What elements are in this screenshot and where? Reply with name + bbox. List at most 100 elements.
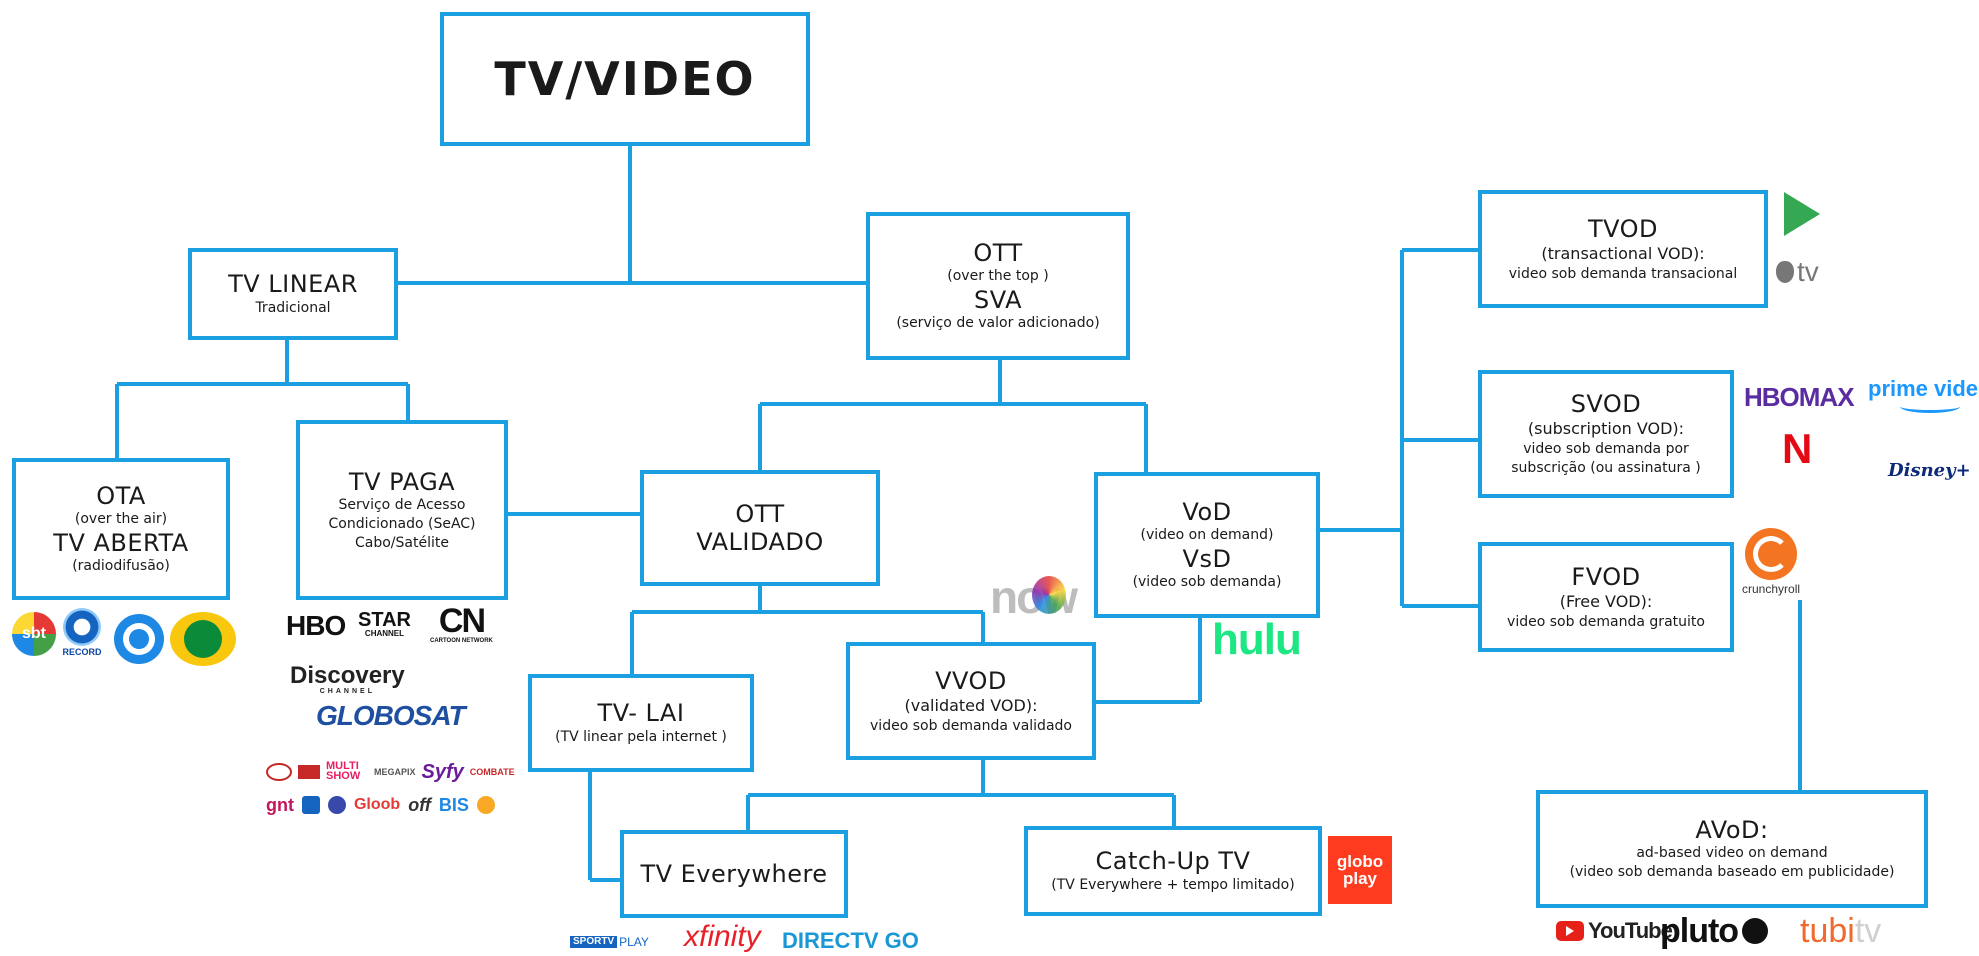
cn-sub-label: CARTOON NETWORK	[430, 638, 493, 644]
globoplay-label-2: play	[1342, 869, 1378, 888]
sportv-label: SPORTV	[570, 936, 618, 948]
hulu-logo: hulu	[1212, 615, 1302, 664]
fvod-description: video sob demanda gratuito	[1507, 613, 1705, 630]
tvod-title: TVOD	[1587, 214, 1659, 243]
channel-icon-3	[301, 796, 320, 814]
xfinity-logo: xfinity	[684, 920, 761, 953]
apple-tv-logo: tv	[1776, 258, 1819, 286]
ott-validado-title2: VALIDADO	[696, 528, 824, 556]
record-icon	[63, 608, 101, 646]
avod-title: AVoD:	[1695, 815, 1769, 844]
youtube-play-icon	[1556, 921, 1584, 941]
tv-linear-node: TV LINEAR Tradicional	[188, 248, 398, 340]
star-label: STAR	[358, 609, 411, 631]
vod-subtitle: (video on demand)	[1140, 527, 1274, 544]
channel-icon-1	[266, 763, 292, 781]
fvod-subtitle: (Free VOD):	[1559, 591, 1653, 611]
megapix-logo: MEGAPIX	[374, 766, 416, 777]
vvod-title: VVOD	[935, 666, 1007, 695]
crunchyroll-label: crunchyroll	[1742, 582, 1801, 596]
band-logo	[170, 612, 236, 666]
tv-lai-title: TV- LAI	[597, 699, 685, 728]
tv-lai-subtitle: (TV linear pela internet )	[555, 728, 727, 745]
band-icon	[184, 620, 222, 658]
multishow-logo: MULTI SHOW	[326, 760, 361, 782]
youtube-logo: YouTube	[1556, 920, 1673, 942]
play-label: PLAY	[619, 935, 649, 949]
channel-icon-4	[327, 796, 346, 814]
tv-paga-line2: Condicionado (SeAC)	[328, 515, 476, 532]
svod-title: SVOD	[1570, 390, 1642, 419]
tv-linear-subtitle: Tradicional	[255, 299, 331, 316]
prime-smile-icon	[1899, 400, 1960, 413]
tubi-label: tubi	[1800, 912, 1855, 950]
root-title: TV/VIDEO	[494, 52, 756, 106]
hbo-max-logo: HBOMAX	[1744, 382, 1855, 412]
ota-subtitle: (over the air)	[74, 511, 168, 528]
now-icon	[1032, 576, 1066, 614]
vsd-subtitle: (video sob demanda)	[1132, 574, 1282, 591]
directv-go-logo: DIRECTV GO	[782, 928, 919, 953]
ott-validado-title: OTT	[735, 499, 785, 528]
svod-subtitle: (subscription VOD):	[1527, 419, 1685, 439]
channel-logos-row-1: MULTI SHOW MEGAPIX Syfy COMBATE	[266, 760, 515, 782]
discovery-sub-label: CHANNEL	[319, 688, 375, 695]
channel-logos-row-2: gnt Gloob off BIS	[266, 796, 495, 814]
tvod-description: video sob demanda transacional	[1508, 265, 1738, 282]
tv-paga-node: TV PAGA Serviço de Acesso Condicionado (…	[296, 420, 508, 600]
tv-everywhere-node: TV Everywhere	[620, 830, 848, 918]
catch-up-subtitle: (TV Everywhere + tempo limitado)	[1051, 876, 1295, 893]
disney-plus-logo: Disney+	[1888, 460, 1971, 481]
combate-logo: COMBATE	[469, 766, 515, 777]
tubi-tv-label: tv	[1854, 912, 1882, 950]
channel-icon-2	[298, 765, 320, 779]
off-logo: off	[408, 795, 431, 815]
catch-up-title: Catch-Up TV	[1095, 847, 1251, 876]
vvod-node: VVOD (validated VOD): video sob demanda …	[846, 642, 1096, 760]
tv-video-root-node: TV/VIDEO	[440, 12, 810, 146]
star-sub-label: CHANNEL	[364, 629, 405, 638]
pluto-tv-logo: pluto	[1660, 914, 1769, 948]
prime-video-logo: prime video	[1868, 378, 1979, 413]
tv-aberta-title: TV ABERTA	[53, 529, 189, 557]
ott-validado-node: OTT VALIDADO	[640, 470, 880, 586]
fvod-title: FVOD	[1571, 562, 1641, 591]
tv-paga-title: TV PAGA	[348, 467, 456, 496]
vod-title: VoD	[1182, 497, 1232, 526]
pluto-tv-icon	[1742, 918, 1769, 944]
sva-title: SVA	[973, 286, 1023, 314]
tv-everywhere-title: TV Everywhere	[640, 859, 828, 888]
tvod-subtitle: (transactional VOD):	[1541, 243, 1705, 263]
crunchyroll-logo: crunchyroll	[1742, 528, 1800, 595]
tv-paga-line1: Serviço de Acesso	[338, 496, 466, 513]
prime-video-label: prime video	[1868, 376, 1979, 401]
hbo-logo: HBO	[286, 610, 346, 641]
ota-title: OTA	[96, 481, 146, 510]
sva-subtitle: (serviço de valor adicionado)	[896, 315, 1100, 332]
sportv-play-logo: SPORTV PLAY	[570, 936, 649, 948]
cartoon-network-logo: CN CARTOON NETWORK	[430, 604, 493, 644]
google-play-icon	[1784, 192, 1820, 236]
vsd-title: VsD	[1182, 545, 1232, 573]
gnt-logo: gnt	[266, 795, 294, 815]
avod-node: AVoD: ad-based video on demand (video so…	[1536, 790, 1928, 908]
avod-description: (video sob demanda baseado em publicidad…	[1569, 864, 1895, 881]
tvod-node: TVOD (transactional VOD): video sob dema…	[1478, 190, 1768, 308]
tubi-tv-logo: tubi tv	[1800, 914, 1881, 948]
svod-description-1: video sob demanda por	[1523, 441, 1689, 458]
star-channel-logo: STAR CHANNEL	[358, 610, 411, 638]
tv-lai-node: TV- LAI (TV linear pela internet )	[528, 674, 754, 772]
globo-logo	[114, 614, 164, 664]
gloob-logo: Gloob	[353, 796, 401, 813]
catch-up-tv-node: Catch-Up TV (TV Everywhere + tempo limit…	[1024, 826, 1322, 916]
vod-node: VoD (video on demand) VsD (video sob dem…	[1094, 472, 1320, 618]
record-logo: RECORD	[60, 608, 104, 660]
vvod-subtitle: (validated VOD):	[904, 695, 1038, 715]
record-label: RECORD	[62, 647, 102, 657]
bis-logo: BIS	[438, 795, 469, 815]
sbt-logo: sbt	[12, 612, 56, 656]
ott-node: OTT (over the top ) SVA (serviço de valo…	[866, 212, 1130, 360]
ott-title: OTT	[973, 238, 1023, 267]
globoplay-label-1: globo	[1336, 852, 1384, 871]
